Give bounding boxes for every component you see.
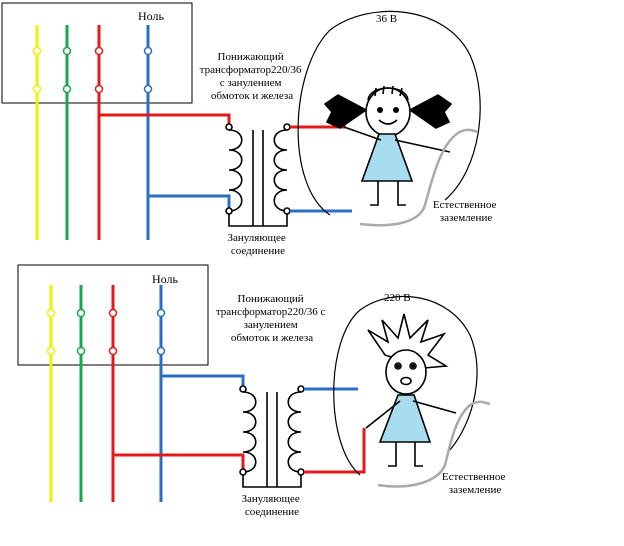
- ground-line: [377, 400, 491, 488]
- voltage-label: 36 В: [376, 13, 397, 25]
- neutral-box-label: Ноль: [138, 9, 164, 23]
- primary-blue-connection: [148, 194, 231, 211]
- top-diagram: Ноль Понижающий: [1, 2, 499, 257]
- ground-line: [359, 128, 479, 227]
- primary-blue-connection: [161, 374, 245, 389]
- terminals: [46, 308, 166, 356]
- switchboard-box: [1, 2, 193, 104]
- bottom-diagram: Ноль Понижающий: [17, 264, 508, 518]
- shocked-girl-icon: [365, 313, 457, 467]
- voltage-bubble: [297, 10, 481, 216]
- transformer-label: Понижающий трансформатор220/36 с занулен…: [216, 293, 328, 344]
- neutral-box-label: Ноль: [152, 272, 178, 286]
- calm-girl-icon: [323, 85, 453, 206]
- voltage-label: 220 В: [384, 292, 411, 304]
- terminals: [32, 46, 153, 94]
- neutral-connection-label: Зануляющее соединение: [241, 493, 302, 518]
- ground-label: Естественное заземление: [433, 199, 499, 224]
- primary-red-connection: [99, 113, 231, 127]
- transformer-label: Понижающий трансформатор220/36 с занулен…: [200, 51, 305, 102]
- transformer-icon: [225, 123, 291, 227]
- transformer-icon: [239, 385, 305, 488]
- ground-label: Естественное заземление: [442, 471, 508, 496]
- neutral-connection-label: Зануляющее соединение: [227, 232, 288, 257]
- secondary-red-wire: [304, 428, 366, 474]
- primary-red-connection: [113, 453, 245, 470]
- voltage-bubble: [333, 295, 478, 476]
